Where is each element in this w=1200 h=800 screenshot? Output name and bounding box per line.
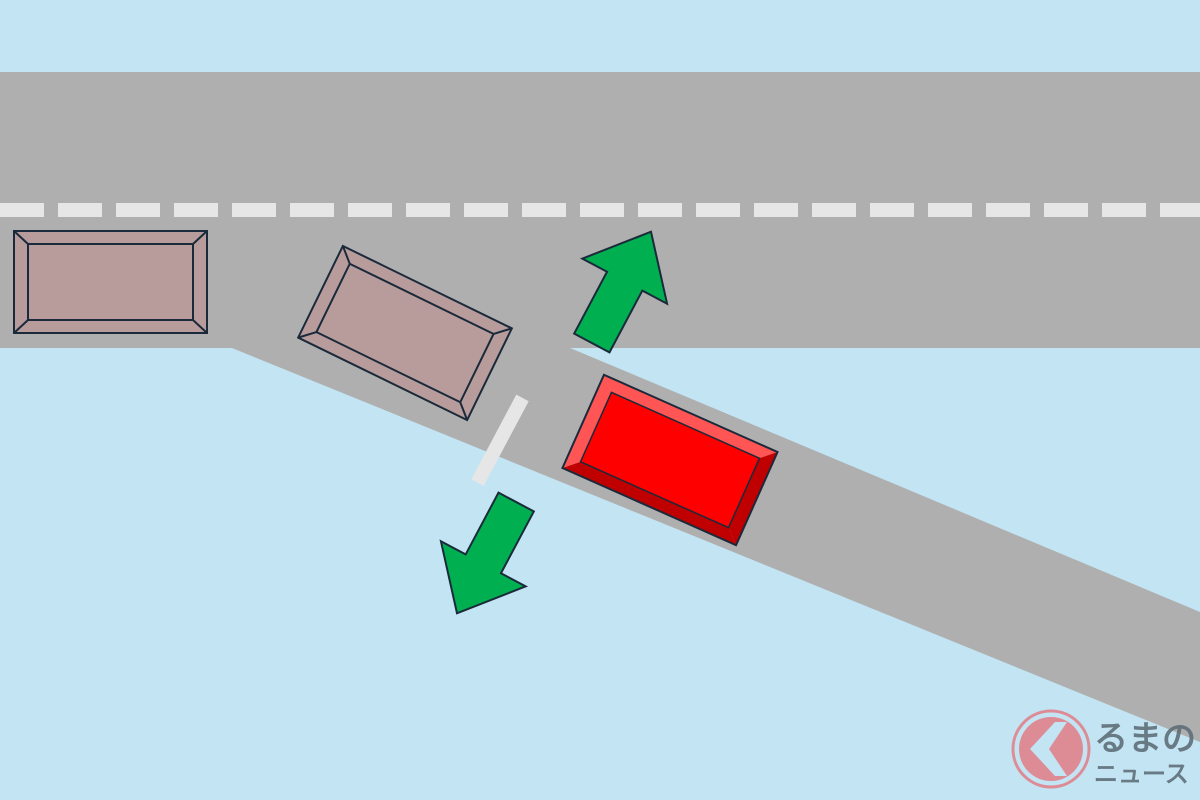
arrow-down-left-icon	[439, 491, 536, 615]
lane-dash	[116, 203, 160, 217]
lane-dash	[174, 203, 218, 217]
logo-text-bottom: ニュース	[1094, 760, 1189, 788]
lane-dash	[812, 203, 856, 217]
lane-dash	[0, 203, 44, 217]
merging-road	[232, 348, 1200, 742]
lane-dash	[58, 203, 102, 217]
lane-dash	[1102, 203, 1146, 217]
lane-dash	[348, 203, 392, 217]
lane-divider-dashes	[0, 203, 1200, 217]
lane-dash	[986, 203, 1030, 217]
ego-car-red	[561, 373, 779, 547]
lane-dash	[464, 203, 508, 217]
arrow-up-right-icon	[572, 230, 669, 354]
lane-dash	[696, 203, 740, 217]
kurumanonews-logo: るまの ニュース	[1011, 709, 1196, 789]
lane-dash	[638, 203, 682, 217]
lane-dash	[522, 203, 566, 217]
lane-dash	[1044, 203, 1088, 217]
logo-text-top: るまの	[1094, 719, 1196, 759]
lane-dash	[580, 203, 624, 217]
car-on-merge-road	[296, 244, 514, 422]
lane-dash	[232, 203, 276, 217]
lane-dash	[870, 203, 914, 217]
stop-line	[471, 394, 529, 486]
parked-car-left	[13, 230, 208, 334]
lane-dash	[928, 203, 972, 217]
lane-dash	[1160, 203, 1200, 217]
lane-dash	[754, 203, 798, 217]
lane-dash	[290, 203, 334, 217]
lane-dash	[406, 203, 450, 217]
